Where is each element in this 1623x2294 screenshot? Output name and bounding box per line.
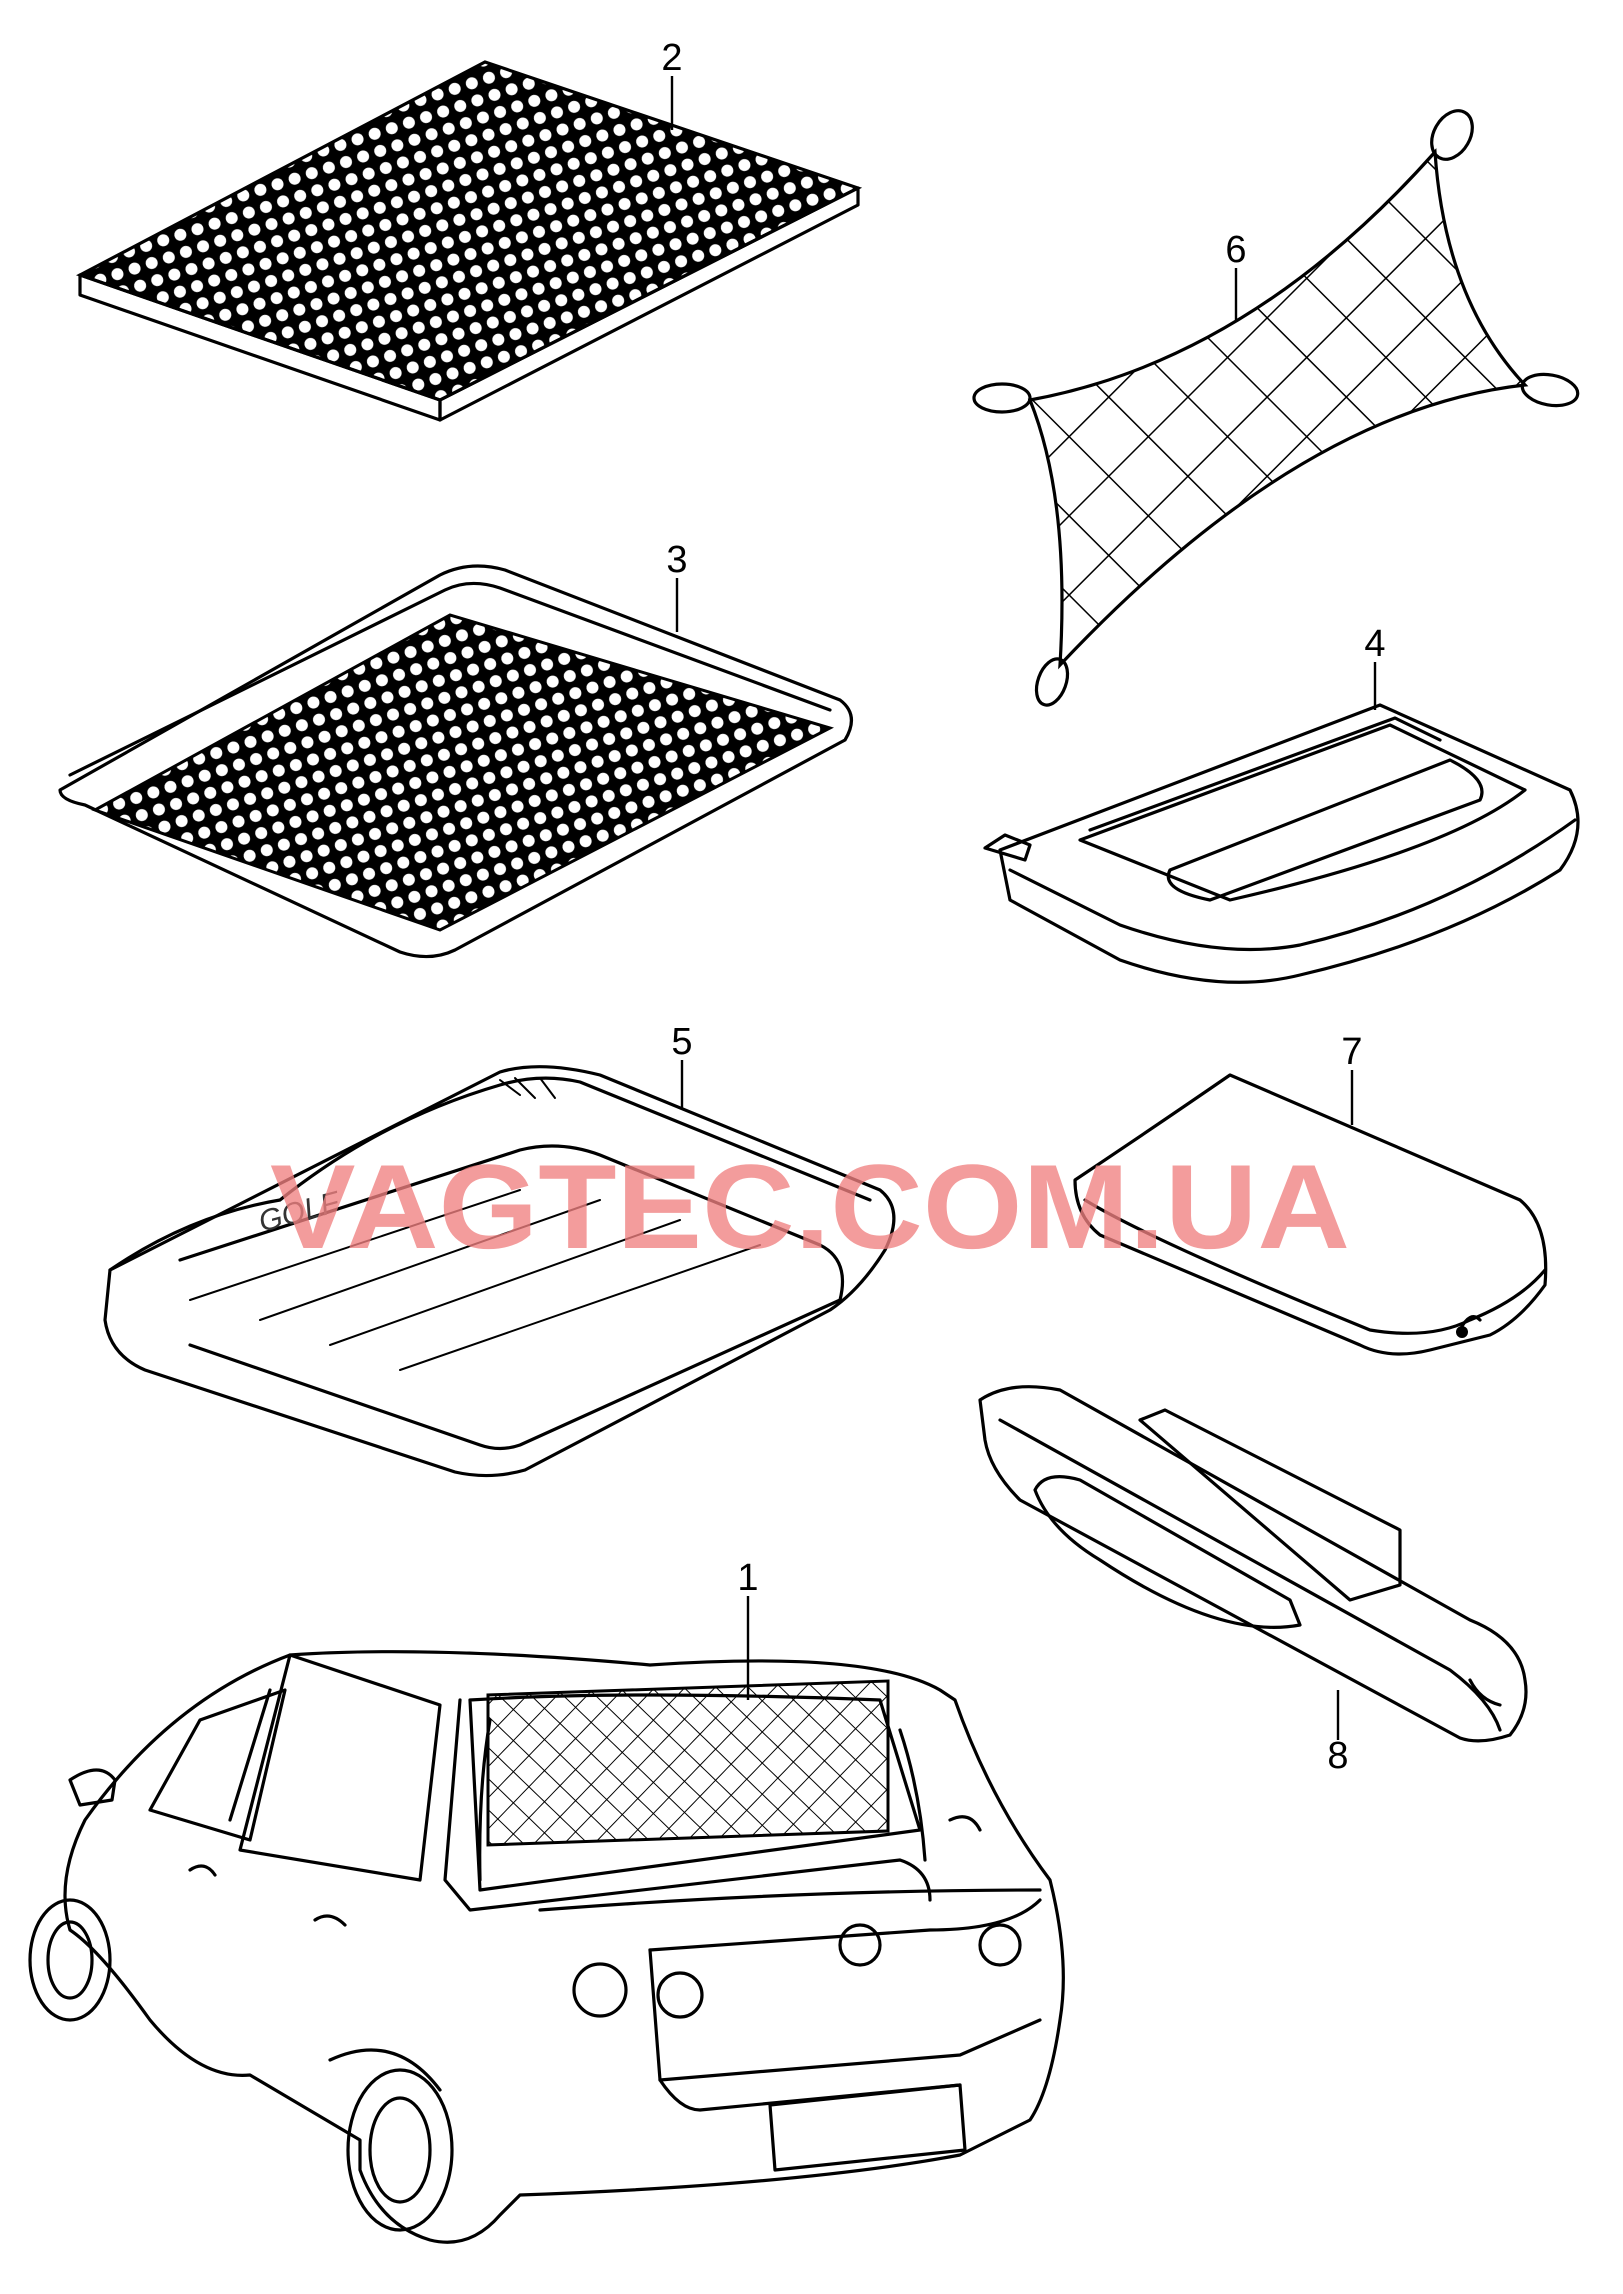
callout-7: 7 xyxy=(1341,1031,1362,1073)
callout-5: 5 xyxy=(671,1021,692,1063)
part-6-luggage-net xyxy=(972,109,1580,707)
part-2-floor-mat xyxy=(75,60,863,422)
part-8-luggage-cover xyxy=(978,1385,1528,1743)
callout-labels: 2 3 6 4 5 7 1 8 xyxy=(661,37,1385,1777)
part-4-parcel-shelf xyxy=(983,703,1580,984)
leader-lines xyxy=(670,76,1377,1740)
callout-4: 4 xyxy=(1364,623,1385,665)
part-7-ski-bag xyxy=(1073,1073,1548,1356)
callout-2: 2 xyxy=(661,37,682,79)
callout-1: 1 xyxy=(737,1557,758,1599)
callout-3: 3 xyxy=(666,539,687,581)
part-1-vehicle-with-net xyxy=(28,1650,1065,2244)
callout-6: 6 xyxy=(1225,229,1246,271)
watermark: VAGTEC.COM.UA xyxy=(270,1140,1350,1274)
callout-8: 8 xyxy=(1327,1735,1348,1777)
part-3-luggage-tray xyxy=(58,564,853,959)
